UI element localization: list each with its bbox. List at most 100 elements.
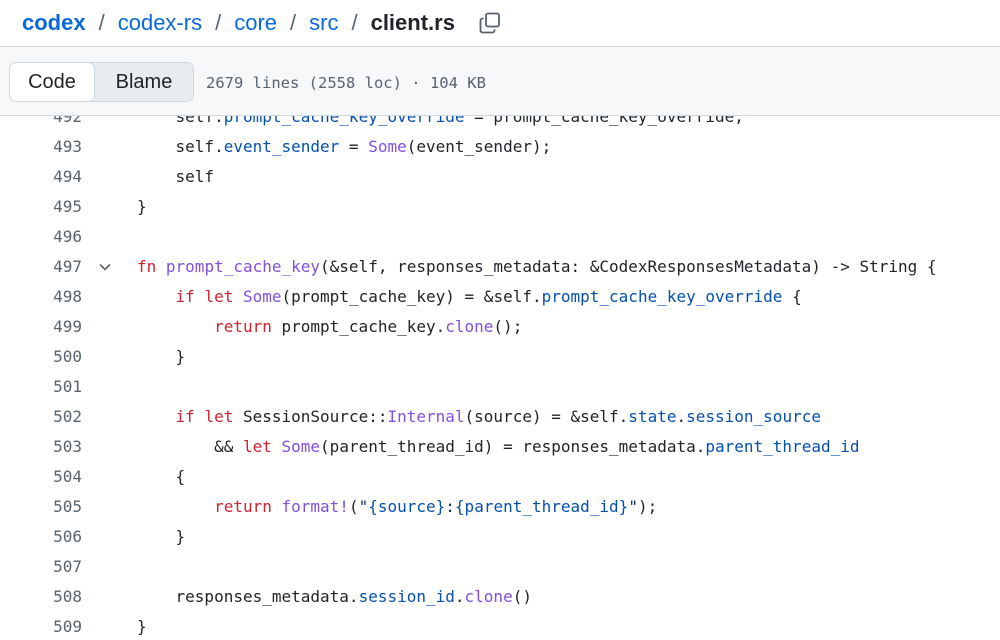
line-number[interactable]: 507: [53, 557, 82, 576]
code-text: self.prompt_cache_key_override = prompt_…: [137, 116, 744, 132]
line-number[interactable]: 495: [53, 197, 82, 216]
code-token: Internal: [387, 407, 465, 426]
code-indent: [137, 287, 176, 306]
code-token: self.: [175, 137, 224, 156]
code-token: return: [214, 497, 272, 516]
code-indent: [137, 497, 214, 516]
code-token: let: [204, 407, 234, 426]
code-token: ();: [493, 317, 523, 336]
code-token: if: [175, 407, 195, 426]
code-token: session_id: [358, 587, 455, 606]
code-text: if let SessionSource::Internal(source) =…: [137, 402, 821, 432]
code-indent: [137, 527, 176, 546]
code-token: [195, 407, 205, 426]
code-line: 496: [0, 222, 1000, 252]
code-token: .: [676, 407, 687, 426]
code-token: state: [628, 407, 677, 426]
line-number[interactable]: 500: [53, 347, 82, 366]
breadcrumb-link-core[interactable]: core: [234, 10, 277, 35]
line-number[interactable]: 509: [53, 617, 82, 636]
code-token: [272, 437, 282, 456]
code-token: [233, 287, 243, 306]
code-token: (parent_thread_id) = responses_metadata.: [320, 437, 706, 456]
code-token: responses_metadata.: [175, 587, 359, 606]
breadcrumb-separator: /: [290, 10, 297, 35]
code-line: 507: [0, 552, 1000, 582]
code-token: Some: [281, 437, 321, 456]
code-token: {source}: [368, 497, 446, 516]
code-token: format!: [281, 497, 349, 516]
code-token: }: [175, 527, 186, 546]
code-token: {parent_thread_id}: [454, 497, 629, 516]
code-text: && let Some(parent_thread_id) = response…: [137, 432, 859, 462]
code-indent: [137, 167, 176, 186]
code-text: responses_metadata.session_id.clone(): [137, 582, 532, 612]
code-token: (event_sender);: [406, 137, 552, 156]
code-token: fn: [137, 257, 157, 276]
line-number[interactable]: 494: [53, 167, 82, 186]
breadcrumb-link-codex-rs[interactable]: codex-rs: [117, 10, 203, 35]
breadcrumb-link-src[interactable]: src: [309, 10, 339, 35]
copy-path-button[interactable]: [477, 10, 503, 36]
code-token: );: [637, 497, 658, 516]
code-token: prompt_cache_key.: [271, 317, 446, 336]
breadcrumb-separator: /: [215, 10, 222, 35]
breadcrumb-separator: /: [98, 10, 105, 35]
line-number[interactable]: 503: [53, 437, 82, 456]
code-token: (): [512, 587, 532, 606]
line-number[interactable]: 501: [53, 377, 82, 396]
code-view-button[interactable]: Code: [9, 62, 95, 102]
code-text: if let Some(prompt_cache_key) = &self.pr…: [137, 282, 802, 312]
code-token: session_source: [686, 407, 821, 426]
blame-view-button[interactable]: Blame: [115, 70, 173, 93]
code-text: }: [137, 342, 186, 372]
code-text: {: [137, 462, 186, 492]
code-token: self.: [175, 116, 224, 126]
breadcrumb-link-codex[interactable]: codex: [22, 10, 86, 35]
code-line: 509}: [0, 612, 1000, 640]
code-line: 492 self.prompt_cache_key_override = pro…: [0, 116, 1000, 132]
code-token: = prompt_cache_key_override;: [464, 116, 744, 126]
code-indent: [137, 467, 176, 486]
code-line: 500 }: [0, 342, 1000, 372]
line-number[interactable]: 493: [53, 137, 82, 156]
code-token: return: [214, 317, 272, 336]
line-number[interactable]: 492: [53, 116, 82, 126]
code-text: }: [137, 612, 147, 640]
line-number[interactable]: 499: [53, 317, 82, 336]
code-line: 503 && let Some(parent_thread_id) = resp…: [0, 432, 1000, 462]
code-line: 502 if let SessionSource::Internal(sourc…: [0, 402, 1000, 432]
code-line: 499 return prompt_cache_key.clone();: [0, 312, 1000, 342]
code-token: if: [175, 287, 195, 306]
code-token: prompt_cache_key_override: [541, 287, 783, 306]
line-number[interactable]: 506: [53, 527, 82, 546]
chevron-down-icon[interactable]: [97, 259, 113, 275]
line-number[interactable]: 502: [53, 407, 82, 426]
code-viewer[interactable]: 492 self.prompt_cache_key_override = pro…: [0, 116, 1000, 640]
code-text: fn prompt_cache_key(&self, responses_met…: [137, 252, 937, 282]
code-indent: [137, 317, 214, 336]
line-number[interactable]: 497: [53, 257, 82, 276]
code-token: let: [242, 437, 272, 456]
code-line: 495}: [0, 192, 1000, 222]
line-number[interactable]: 496: [53, 227, 82, 246]
code-text: }: [137, 192, 147, 222]
line-number[interactable]: 505: [53, 497, 82, 516]
code-text: return format!("{source}:{parent_thread_…: [137, 492, 657, 522]
code-token: prompt_cache_key: [165, 257, 321, 276]
code-line: 497 fn prompt_cache_key(&self, responses_…: [0, 252, 1000, 282]
line-number[interactable]: 498: [53, 287, 82, 306]
code-token: {: [782, 287, 802, 306]
code-token: :: [445, 497, 455, 516]
line-number[interactable]: 504: [53, 467, 82, 486]
code-token: let: [204, 287, 234, 306]
code-token: prompt_cache_key_override: [223, 116, 465, 126]
code-line: 504 {: [0, 462, 1000, 492]
code-indent: [137, 437, 214, 456]
code-token: clone: [445, 317, 494, 336]
code-token: .: [454, 587, 465, 606]
code-text: self.event_sender = Some(event_sender);: [137, 132, 552, 162]
code-token: self: [175, 167, 215, 186]
line-number[interactable]: 508: [53, 587, 82, 606]
code-token: &&: [214, 437, 243, 456]
